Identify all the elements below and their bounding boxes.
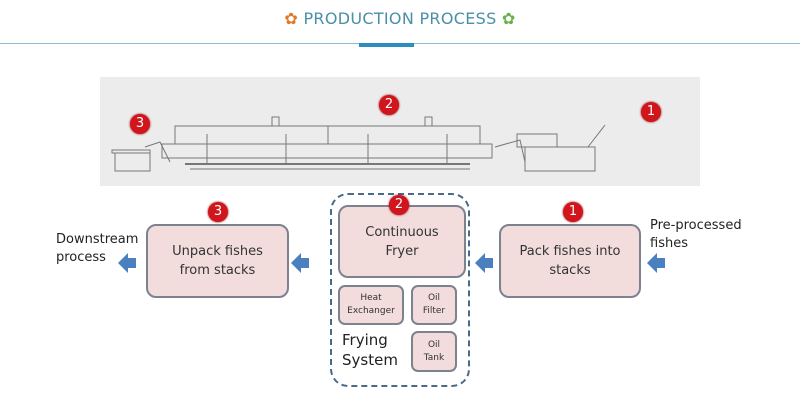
step-badge-2: 2: [389, 195, 409, 215]
arrow-left-icon: [291, 253, 309, 273]
arrow-left-icon: [118, 253, 136, 273]
step-label: Unpack fishes from stacks: [172, 244, 263, 278]
step-label: Pack fishes into stacks: [519, 244, 621, 278]
title-underline: [359, 43, 414, 47]
step-badge-2: 2: [379, 95, 399, 115]
oil-filter-box: Oil Filter: [411, 285, 457, 325]
step-fryer-box: Continuous Fryer: [338, 205, 466, 278]
output-label: Downstream process: [56, 232, 139, 265]
machine-schematic: [111, 116, 606, 172]
oil-tank-box: Oil Tank: [411, 331, 457, 372]
step-badge-1: 1: [563, 202, 583, 222]
heat-exchanger-box: Heat Exchanger: [338, 285, 404, 325]
frying-system-group: [330, 193, 470, 387]
input-label: Pre-processed fishes: [650, 218, 742, 251]
title-text: PRODUCTION PROCESS: [303, 9, 497, 28]
fryer-line-drawing: 3 2 1: [100, 77, 700, 186]
step-badge-1: 1: [641, 102, 661, 122]
step-label: Continuous Fryer: [365, 224, 439, 259]
step-unpack-box: Unpack fishes from stacks: [146, 224, 289, 298]
part-label: Oil Tank: [423, 339, 445, 363]
part-label: Oil Filter: [422, 293, 446, 316]
flower-icon: ✿: [284, 9, 299, 28]
frying-system-label: Frying System: [342, 331, 398, 369]
arrow-left-icon: [647, 253, 665, 273]
step-pack-box: Pack fishes into stacks: [499, 224, 641, 298]
part-label: Heat Exchanger: [347, 293, 395, 316]
page-title: ✿ PRODUCTION PROCESS ✿: [0, 9, 800, 28]
flower-icon: ✿: [501, 9, 516, 28]
step-badge-3: 3: [208, 202, 228, 222]
step-badge-3: 3: [130, 114, 150, 134]
arrow-left-icon: [475, 253, 493, 273]
